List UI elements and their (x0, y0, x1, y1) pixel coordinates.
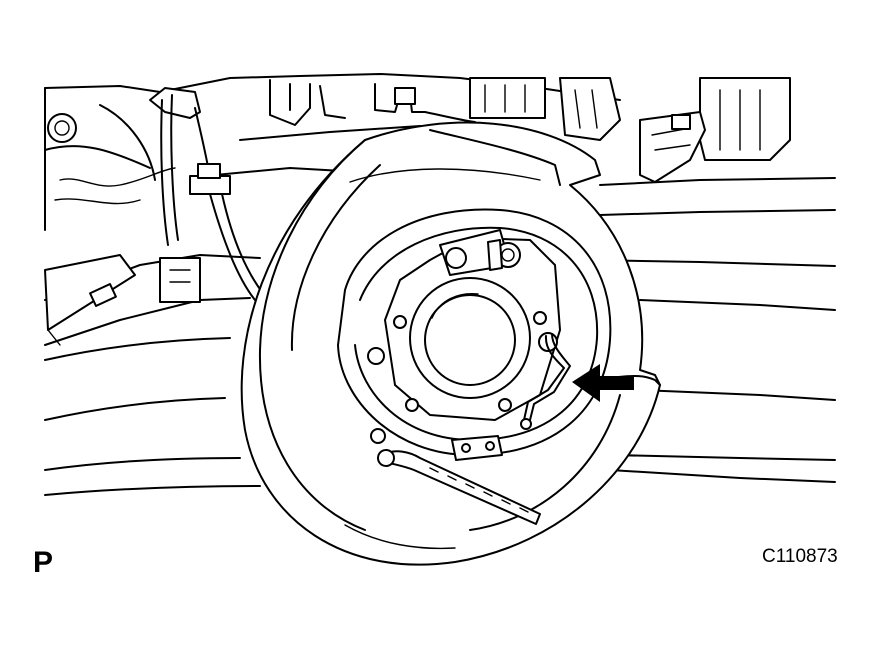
indicator-arrow (572, 364, 634, 402)
parking-brake-cable (377, 449, 541, 525)
figure-code: C110873 (762, 546, 838, 567)
view-label: P (33, 546, 54, 579)
brake-hose-bracket (149, 87, 263, 301)
retaining-spring (520, 333, 571, 430)
backing-plate (337, 208, 612, 461)
chassis-background (44, 73, 836, 496)
